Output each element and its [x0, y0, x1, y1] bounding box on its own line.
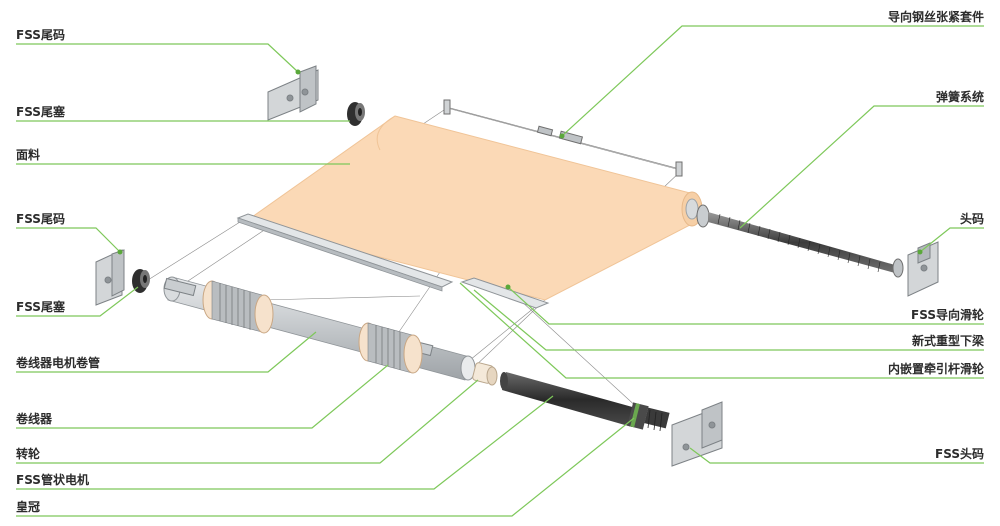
leader-fss-guide-pulley	[507, 286, 984, 325]
label-fss-tail-code-2: FSS尾码	[16, 212, 65, 226]
fss-tail-plug-top	[347, 102, 365, 126]
tubular-motor-part	[500, 372, 670, 432]
label-fss-head-code: FSS头码	[935, 447, 984, 461]
leader-winder	[16, 364, 389, 429]
leader-fss-tail-plug-2	[16, 286, 139, 317]
winder-coil-2	[358, 322, 423, 374]
leader-embedded-traction-rod-pulley	[459, 282, 984, 379]
label-embedded-traction-rod-pulley: 内嵌置牵引杆滑轮	[887, 362, 984, 376]
label-guide-wire-tension-kit: 导向钢丝张紧套件	[887, 10, 984, 24]
fss-head-code-bracket	[671, 401, 723, 467]
label-winder-motor-tube: 卷线器电机卷管	[16, 356, 101, 370]
label-new-heavy-bottom-beam: 新式重型下梁	[911, 334, 984, 348]
label-head-code: 头码	[959, 212, 984, 226]
leader-new-heavy-bottom-beam	[473, 289, 984, 351]
label-fabric: 面料	[16, 148, 41, 162]
label-fss-guide-pulley: FSS导向滑轮	[911, 308, 984, 322]
label-winder: 卷线器	[16, 412, 53, 426]
leader-winder-motor-tube	[16, 331, 317, 373]
leader-fss-tail-code-2	[16, 227, 121, 253]
leader-rotary-wheel	[16, 379, 479, 464]
spring-system-part	[696, 204, 904, 278]
leader-fss-head-code	[689, 447, 984, 464]
crown-part	[627, 402, 649, 430]
label-fss-tail-plug-2: FSS尾塞	[16, 300, 65, 314]
fabric-panel	[243, 115, 703, 301]
label-crown: 皇冠	[16, 500, 41, 514]
fss-tail-code-bracket-top	[267, 65, 319, 121]
leader-fss-tubular-motor	[16, 395, 554, 490]
leader-guide-wire-tension-kit	[561, 25, 984, 137]
winder-coil-1	[202, 280, 274, 334]
label-fss-tail-plug-1: FSS尾塞	[16, 105, 65, 119]
bottom-beam-part	[236, 213, 550, 309]
fss-tail-code-bracket-left	[95, 249, 125, 306]
label-fss-tail-code-1: FSS尾码	[16, 28, 65, 42]
leader-spring-system	[739, 105, 984, 229]
label-rotary-wheel: 转轮	[16, 447, 41, 461]
leader-crown	[16, 417, 635, 517]
leader-fss-tail-code-1	[16, 43, 299, 73]
fss-tail-plug-left	[132, 269, 150, 293]
leader-lines	[16, 25, 984, 517]
leader-head-code	[919, 227, 984, 253]
rotary-wheel-part	[472, 362, 498, 386]
label-spring-system: 弹簧系统	[935, 90, 984, 104]
leader-dots	[117, 69, 923, 290]
label-fss-tubular-motor: FSS管状电机	[16, 473, 89, 487]
